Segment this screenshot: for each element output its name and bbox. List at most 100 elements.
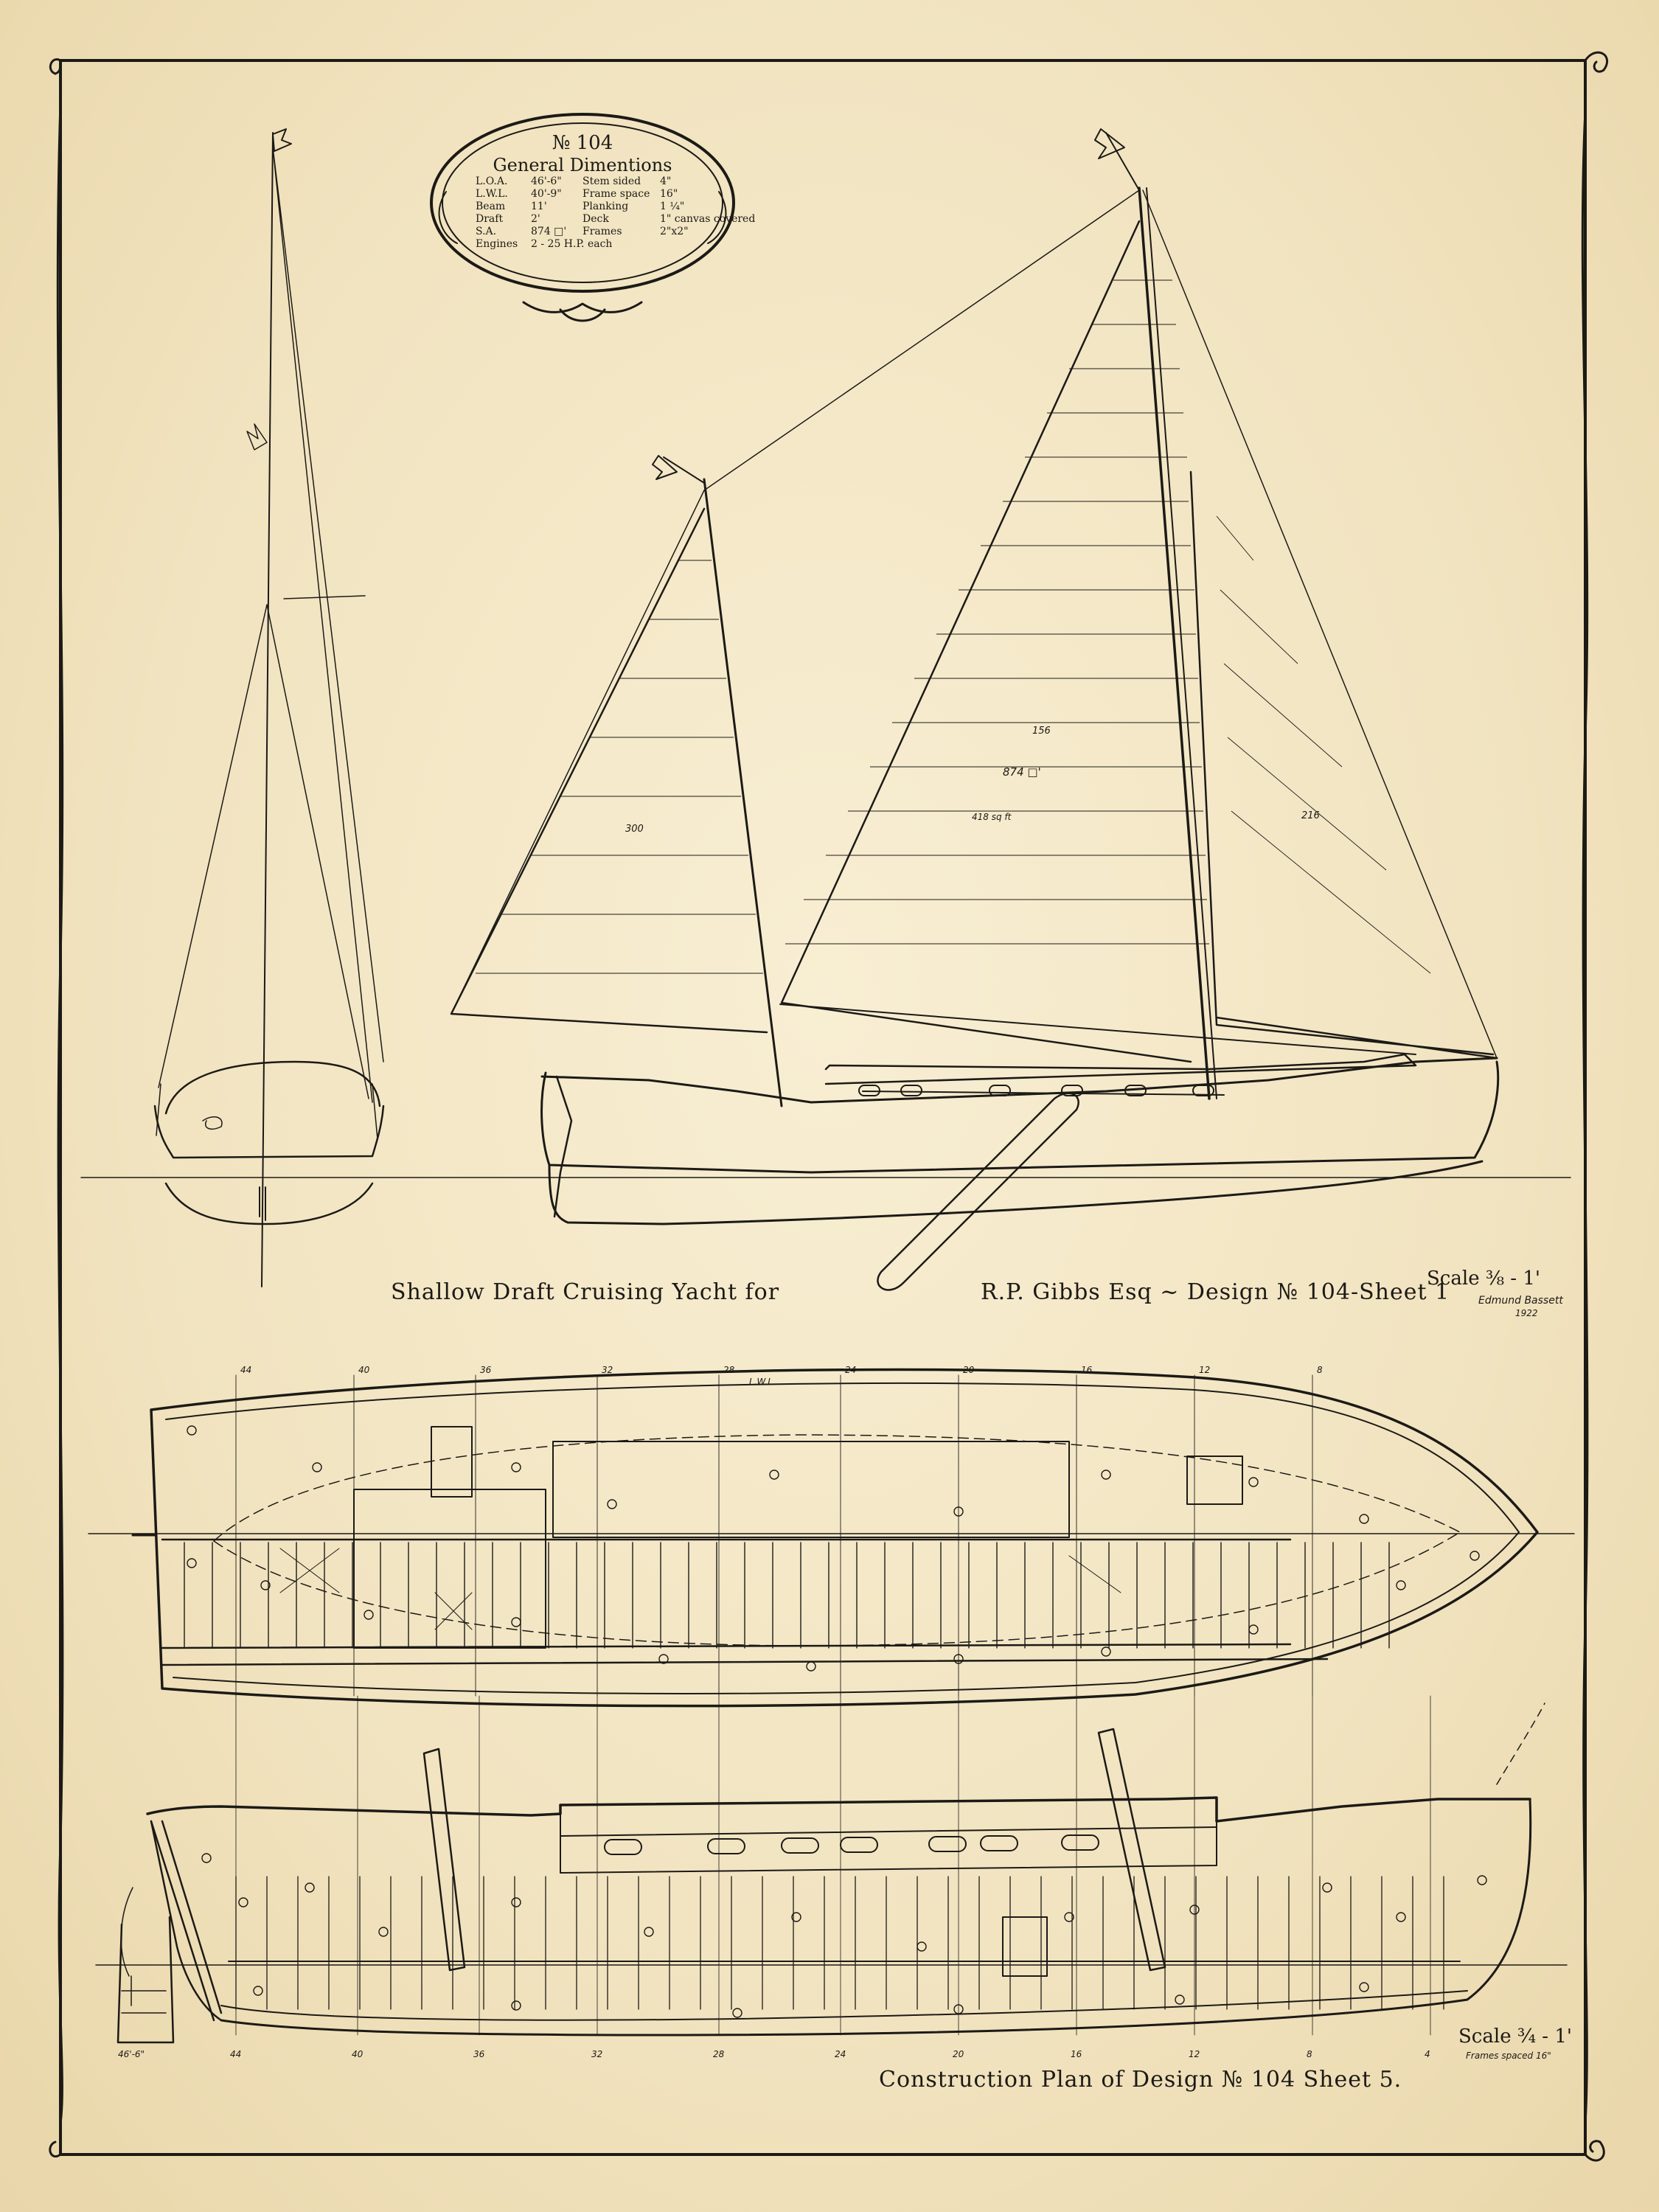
cartouche-cell: L.O.A. bbox=[476, 175, 507, 187]
deck-callout-circle bbox=[1359, 1514, 1369, 1524]
sheet-border bbox=[49, 51, 1609, 2162]
deck-callout-circle bbox=[769, 1470, 779, 1480]
sail-label-5: 216 bbox=[1301, 810, 1320, 821]
deck-callout-circle bbox=[187, 1425, 197, 1436]
deck-callout-circle bbox=[1101, 1470, 1111, 1480]
cartouche-cell: 2"x2" bbox=[660, 226, 689, 237]
cartouche-cell: L.W.L. bbox=[476, 188, 508, 200]
profile-station-number: 12 bbox=[1189, 2049, 1200, 2059]
sheet1-scale: Scale ⅜ - 1' bbox=[1427, 1267, 1540, 1290]
profile-callout-circle bbox=[1064, 1912, 1074, 1922]
profile-station-number: 40 bbox=[352, 2049, 364, 2059]
sheet5-title: Construction Plan of Design № 104 Sheet … bbox=[879, 2067, 1402, 2093]
cartouche-cell: Engines bbox=[476, 238, 518, 250]
deck-callout-circle bbox=[1248, 1477, 1259, 1487]
deck-callout-circle bbox=[511, 1617, 521, 1627]
profile-callout-circle bbox=[305, 1882, 315, 1893]
profile-callout-circle bbox=[644, 1927, 654, 1937]
drawing-year: 1922 bbox=[1515, 1308, 1538, 1318]
profile-frame-lines bbox=[235, 1876, 1444, 2010]
cartouche-cell: Frames bbox=[582, 226, 622, 237]
cartouche-cell: Draft bbox=[476, 213, 503, 225]
profile-callout-circle bbox=[1359, 1982, 1369, 1992]
cartouche-cell: S.A. bbox=[476, 226, 496, 237]
sheet5-scale: Scale ¾ - 1' bbox=[1458, 2025, 1572, 2048]
designer-signature: Edmund Bassett bbox=[1478, 1295, 1563, 1307]
profile-callout-circle bbox=[253, 1986, 263, 1996]
portholes bbox=[858, 1085, 1214, 1096]
profile-station-number: 32 bbox=[591, 2049, 602, 2059]
lwl-label: L.W.L. bbox=[749, 1377, 776, 1387]
sail-label-3: 418 sq ft bbox=[972, 812, 1012, 822]
deck-callouts bbox=[187, 1425, 1480, 1672]
profile-callout-circle bbox=[1175, 1994, 1185, 2005]
cartouche-cell: Beam bbox=[476, 201, 505, 212]
profile-station-number: 28 bbox=[713, 2049, 725, 2059]
end-view-drawing bbox=[153, 128, 385, 1287]
profile-callout-circle bbox=[732, 2008, 742, 2018]
profile-callout-circle bbox=[378, 1927, 389, 1937]
deck-callout-circle bbox=[953, 1654, 964, 1664]
cartouche-cell: 4" bbox=[660, 175, 671, 187]
sail-label-1: 156 bbox=[1032, 726, 1051, 737]
cartouche-cell: 2' bbox=[531, 213, 540, 225]
deck-callout-circle bbox=[607, 1499, 617, 1509]
profile-station-number: 4 bbox=[1425, 2049, 1430, 2059]
deck-callout-circle bbox=[1101, 1646, 1111, 1657]
profile-station-number: 16 bbox=[1071, 2049, 1082, 2059]
profile-callout-circle bbox=[511, 2000, 521, 2011]
cartouche-cell: Frame space bbox=[582, 188, 650, 200]
sheet5-scale-note: Frames spaced 16" bbox=[1466, 2051, 1551, 2061]
deck-plan-view: 44 40 36 32 28 24 20 16 12 8 L.W.L. bbox=[88, 1365, 1575, 1708]
deck-callout-circle bbox=[187, 1558, 197, 1568]
deck-station-lines: 44 40 36 32 28 24 20 16 12 8 bbox=[235, 1365, 1323, 1697]
cartouche-cell: 46'-6" bbox=[531, 175, 562, 187]
deck-callout-circle bbox=[658, 1654, 669, 1664]
deck-station-number: 28 bbox=[723, 1365, 735, 1375]
profile-callout-circle bbox=[238, 1897, 248, 1907]
deck-callout-circle bbox=[260, 1580, 271, 1590]
deck-station-number: 16 bbox=[1081, 1365, 1093, 1375]
deck-station-number: 40 bbox=[358, 1365, 370, 1375]
cartouche-cell: Deck bbox=[582, 213, 609, 225]
deck-station-number: 24 bbox=[845, 1365, 856, 1375]
cartouche-cell: Planking bbox=[582, 201, 628, 212]
profile-callout-circle bbox=[1396, 1912, 1406, 1922]
profile-callout-circle bbox=[1477, 1875, 1487, 1885]
cartouche-number: № 104 bbox=[552, 132, 613, 154]
cartouche-cell: 874 □' bbox=[531, 226, 566, 237]
cartouche-cell: 1" canvas covered bbox=[660, 213, 755, 225]
deck-station-number: 32 bbox=[602, 1365, 613, 1375]
deckhouse-ports bbox=[604, 1834, 1099, 1855]
deck-station-number: 36 bbox=[480, 1365, 492, 1375]
sail-label-2: 874 □' bbox=[1003, 765, 1041, 779]
deck-station-number: 12 bbox=[1199, 1365, 1210, 1375]
profile-station-number: 24 bbox=[835, 2049, 846, 2059]
sheet1-title-right: R.P. Gibbs Esq ~ Design № 104-Sheet 1 bbox=[981, 1279, 1450, 1305]
sail-label-4: 300 bbox=[625, 824, 644, 835]
deck-callout-circle bbox=[1470, 1551, 1480, 1561]
profile-station-number: 20 bbox=[953, 2049, 964, 2059]
stem-label: 46'-6" bbox=[118, 2049, 145, 2059]
deck-callout-circle bbox=[806, 1661, 816, 1672]
cartouche-cell: 16" bbox=[660, 188, 678, 200]
profile-station-number: 8 bbox=[1307, 2049, 1312, 2059]
deck-station-number: 20 bbox=[963, 1365, 975, 1375]
profile-callout-circle bbox=[917, 1941, 927, 1952]
profile-callout-circle bbox=[511, 1897, 521, 1907]
deck-station-number: 44 bbox=[240, 1365, 251, 1375]
cartouche-cell: 1 ¼" bbox=[660, 201, 684, 212]
deck-station-number: 8 bbox=[1317, 1365, 1323, 1375]
sheet1-title-left: Shallow Draft Cruising Yacht for bbox=[391, 1279, 779, 1305]
deck-frame-lines bbox=[184, 1542, 1390, 1649]
cartouche-cell: 40'-9" bbox=[531, 188, 562, 200]
deck-callout-circle bbox=[312, 1462, 322, 1472]
deck-callout-circle bbox=[953, 1506, 964, 1517]
profile-callout-circle bbox=[1322, 1882, 1332, 1893]
profile-callout-circle bbox=[201, 1853, 212, 1863]
cartouche-cell: 11' bbox=[531, 201, 547, 212]
